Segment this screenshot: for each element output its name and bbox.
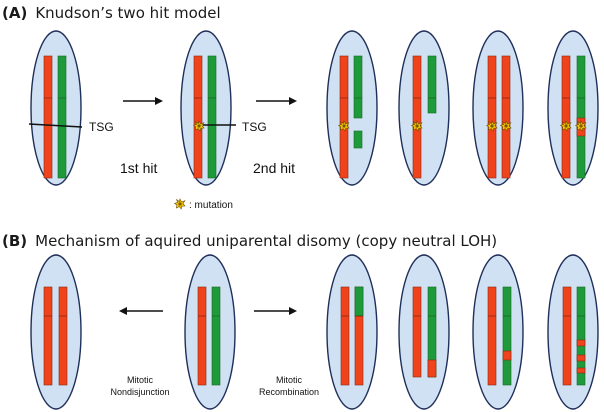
cell-normal: TSG bbox=[28, 30, 114, 186]
cell-recombination-1 bbox=[326, 254, 378, 410]
nondisjunction-label-line2: Nondisjunction bbox=[110, 387, 169, 397]
cell-chromosome-loss bbox=[398, 30, 450, 186]
second-hit-arrow bbox=[256, 97, 297, 105]
panel-b-title: (B) Mechanism of aquired uniparental dis… bbox=[2, 232, 497, 250]
cell-deletion bbox=[326, 30, 378, 186]
legend-text: : mutation bbox=[189, 200, 233, 211]
panel-a-title: (A) Knudson’s two hit model bbox=[2, 4, 221, 22]
panel-b: (B) Mechanism of aquired uniparental dis… bbox=[2, 232, 599, 410]
mutation-legend: : mutation bbox=[174, 198, 233, 211]
cell-first-hit: TSG bbox=[180, 30, 267, 186]
cell-recombination-mutation bbox=[547, 30, 599, 186]
chromosome-red bbox=[43, 55, 53, 179]
nondisjunction-arrow bbox=[119, 307, 163, 315]
panel-a: (A) Knudson’s two hit model TSG 1st hit bbox=[2, 4, 599, 211]
recombination-label-line1: Mitotic bbox=[276, 375, 303, 385]
recombination-label-line2: Recombination bbox=[259, 387, 319, 397]
second-hit-label: 2nd hit bbox=[253, 160, 295, 176]
cell-recombination-4 bbox=[547, 254, 599, 410]
chromosome-green bbox=[57, 55, 67, 179]
chromosome-green bbox=[207, 55, 217, 179]
cell-normal-b bbox=[184, 254, 236, 410]
tsg-label: TSG bbox=[242, 120, 267, 134]
cell-recombination-3 bbox=[472, 254, 524, 410]
recombination-arrow bbox=[254, 307, 297, 315]
mutation-star-icon bbox=[174, 198, 186, 210]
tsg-label: TSG bbox=[89, 120, 114, 134]
cell-double-mutation bbox=[472, 30, 524, 186]
cell-recombination-2 bbox=[398, 254, 450, 410]
cell-nondisjunction-result bbox=[30, 254, 82, 410]
nondisjunction-label-line1: Mitotic bbox=[127, 375, 154, 385]
first-hit-label: 1st hit bbox=[120, 160, 157, 176]
chromosome-red bbox=[193, 55, 203, 179]
first-hit-arrow bbox=[123, 97, 163, 105]
tsg-marker-line bbox=[28, 123, 83, 128]
